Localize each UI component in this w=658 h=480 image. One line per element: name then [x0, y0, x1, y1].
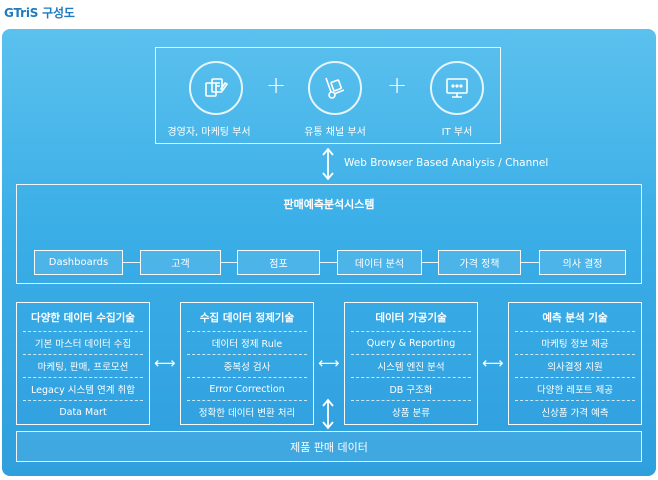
department-label: IT 부서	[441, 127, 473, 138]
departments-box	[155, 47, 501, 144]
category-pricing: 가격 정책	[438, 250, 521, 275]
department-label: 유통 채널 부서	[304, 127, 366, 138]
column-title: 데이터 가공기술	[375, 311, 447, 324]
column-item: 기본 마스터 데이터 수집	[23, 331, 143, 354]
plus-sign: +	[387, 71, 408, 99]
vertical-double-arrow	[322, 398, 334, 430]
connector-line	[422, 262, 438, 263]
column-item: 상품 분류	[351, 400, 471, 423]
connector-line	[123, 262, 140, 263]
column-item: 정확한 데이터 변환 처리	[187, 400, 307, 423]
column-item: 마케팅, 판매, 프로모션	[23, 354, 143, 377]
vertical-double-arrow	[322, 147, 334, 181]
column-title: 수집 데이터 정제기술	[199, 311, 295, 324]
column-title: 다양한 데이터 수집기술	[31, 311, 135, 324]
horizontal-double-arrow: ⟷	[482, 354, 504, 372]
category-customer: 고객	[140, 250, 221, 275]
product-sales-data-label: 제품 판매 데이터	[290, 441, 368, 454]
column-item: 다양한 레포트 제공	[515, 377, 635, 400]
department-label: 경영자, 마케팅 부서	[167, 127, 251, 138]
documents-icon	[189, 61, 243, 115]
column-item: Query & Reporting	[351, 331, 471, 354]
tech-column-collection: 다양한 데이터 수집기술 기본 마스터 데이터 수집 마케팅, 판매, 프로모션…	[16, 302, 150, 425]
connector-line	[221, 262, 237, 263]
column-item: 의사결정 지원	[515, 354, 635, 377]
category-dashboards: Dashboards	[34, 250, 123, 275]
column-item: 데이터 정제 Rule	[187, 331, 307, 354]
horizontal-double-arrow: ⟷	[154, 354, 176, 372]
system-title: 판매예측분석시스템	[283, 198, 375, 211]
page-title: GTriS 구성도	[4, 6, 75, 20]
category-data-analysis: 데이터 분석	[337, 250, 422, 275]
connector-line	[320, 262, 337, 263]
column-item: 신상품 가격 예측	[515, 400, 635, 423]
category-store: 점포	[237, 250, 320, 275]
column-item: 중복성 검사	[187, 354, 307, 377]
column-title: 예측 분석 기술	[542, 311, 608, 324]
category-decision: 의사 결정	[539, 250, 626, 275]
diagram-panel: + + 경영자, 마케팅 부서 유통 채널 부서 IT 부서 Web Brows…	[2, 29, 656, 476]
tech-column-cleansing: 수집 데이터 정제기술 데이터 정제 Rule 중복성 검사 Error Cor…	[180, 302, 314, 425]
hand-truck-icon	[308, 61, 362, 115]
tech-column-prediction: 예측 분석 기술 마케팅 정보 제공 의사결정 지원 다양한 레포트 제공 신상…	[508, 302, 642, 425]
product-sales-data-box	[16, 431, 642, 462]
column-item: Legacy 시스템 연계 취합	[23, 377, 143, 400]
monitor-icon	[430, 61, 484, 115]
column-item: Error Correction	[187, 377, 307, 400]
column-item: Data Mart	[23, 400, 143, 423]
tech-column-processing: 데이터 가공기술 Query & Reporting 시스템 엔진 분석 DB …	[344, 302, 478, 425]
plus-sign: +	[266, 71, 287, 99]
column-item: DB 구조화	[351, 377, 471, 400]
channel-label: Web Browser Based Analysis / Channel	[344, 157, 549, 169]
system-box	[16, 184, 642, 284]
column-item: 마케팅 정보 제공	[515, 331, 635, 354]
connector-line	[521, 262, 539, 263]
column-item: 시스템 엔진 분석	[351, 354, 471, 377]
horizontal-double-arrow: ⟷	[318, 354, 340, 372]
